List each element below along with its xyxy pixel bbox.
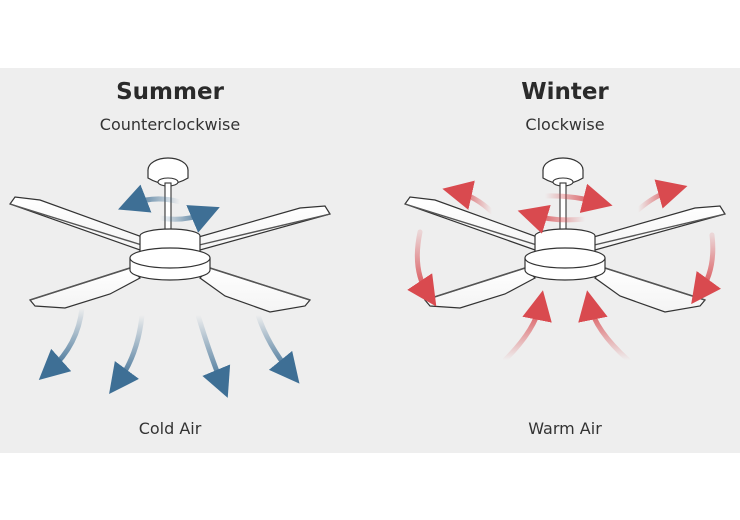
winter-airflow-label: Warm Air [528,419,602,438]
summer-rotation-arrows [118,184,220,233]
summer-title: Summer [116,79,224,105]
warm-air-up-arrows [502,290,631,363]
winter-direction: Clockwise [525,115,605,134]
summer-fan [9,157,331,313]
warm-air-side-arrows [407,229,721,307]
winter-title: Winter [521,79,609,105]
summer-airflow-label: Cold Air [138,419,202,438]
cold-air-arrows [38,305,300,398]
winter-fan [404,157,726,313]
winter-rotation-arrows [442,179,688,234]
summer-direction: Counterclockwise [99,115,241,134]
